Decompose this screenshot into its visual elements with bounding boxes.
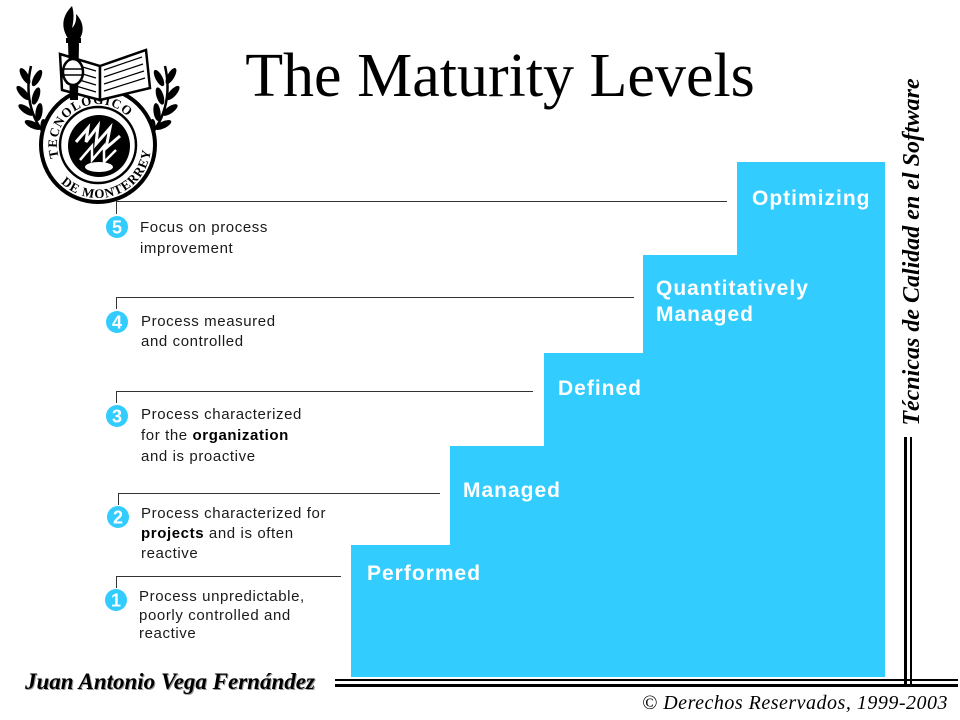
level-4-description-line: Process measured [141, 313, 276, 330]
level-1-description: Process unpredictable, poorly controlled… [139, 588, 305, 644]
staircase [351, 162, 885, 677]
level-3-emphasis: organization [192, 427, 289, 444]
level-2-badge-circle [107, 506, 129, 528]
level-2-number: 2 [113, 508, 123, 528]
level-3-description-line: for the organization [141, 425, 302, 446]
level-5-leader-line [116, 201, 727, 214]
level-1-description-line: Process unpredictable, [139, 588, 305, 605]
seal-emblem [68, 115, 130, 177]
side-vertical-rule [910, 437, 912, 686]
level-5-description-line: improvement [140, 240, 234, 257]
level-3-number: 3 [112, 407, 122, 427]
level-3-description-text: for the [141, 427, 193, 444]
emblem-base [85, 162, 113, 172]
tec-de-monterrey-logo: TECNOLOGICO DE MONTERREY [13, 6, 183, 210]
level-1-leader-line [116, 576, 341, 588]
leader-lines [116, 201, 727, 588]
step-label-performed: Performed [367, 562, 482, 585]
step-quantitatively-managed [643, 255, 738, 677]
step-label-defined: Defined [558, 377, 643, 400]
level-2-badge: 2 [107, 506, 129, 528]
level-2-description-line: projects and is often [141, 524, 326, 544]
level-2-leader-line [118, 493, 440, 505]
side-course-title: Técnicas de Calidad en el Software [899, 78, 925, 426]
level-2-description: Process characterized for projects and i… [141, 504, 326, 564]
level-3-badge-circle [106, 405, 128, 427]
level-2-description-text: and is often [204, 525, 294, 542]
author-name: Juan Antonio Vega Fernández [25, 669, 315, 694]
level-1-description-line: reactive [139, 625, 197, 642]
level-5-description-line: Focus on process [140, 219, 268, 236]
level-4-badge: 4 [106, 311, 128, 333]
level-3-description-line: and is proactive [141, 448, 256, 465]
level-5-badge: 5 [106, 216, 128, 238]
footer-horizontal-rule [335, 684, 958, 687]
slide-title: The Maturity Levels [245, 42, 755, 110]
torch-icon [61, 6, 85, 100]
level-4-description: Process measured and controlled [141, 312, 276, 352]
level-4-badge-circle [106, 311, 128, 333]
level-1-description-line: poorly controlled and [139, 606, 291, 624]
level-5-number: 5 [112, 218, 122, 238]
level-5-badge-circle [106, 216, 128, 238]
level-4-number: 4 [112, 313, 122, 333]
footer-horizontal-rule [335, 679, 958, 681]
level-badges: 5 4 3 2 1 [105, 216, 129, 611]
step-performed [351, 545, 451, 677]
level-2-description-line: reactive [141, 545, 199, 562]
step-optimizing [737, 162, 885, 677]
level-3-description-line: Process characterized [141, 406, 302, 423]
level-2-emphasis: projects [141, 525, 205, 542]
lightning-icon [74, 120, 121, 152]
level-3-description: Process characterized for the organizati… [141, 404, 302, 467]
level-5-description: Focus on process improvement [140, 217, 268, 259]
lightning-icon [79, 142, 117, 166]
level-4-description-line: and controlled [141, 333, 244, 350]
level-1-badge: 1 [105, 589, 127, 611]
level-1-number: 1 [111, 591, 121, 611]
level-4-leader-line [116, 297, 634, 309]
side-vertical-rule [904, 437, 907, 686]
level-2-description-line: Process characterized for [141, 505, 327, 522]
level-1-badge-circle [105, 589, 127, 611]
step-label-optimizing: Optimizing [752, 187, 871, 210]
step-label-quantitatively-managed: Quantitatively Managed [656, 277, 809, 326]
level-3-leader-line [116, 391, 533, 403]
copyright-notice: © Derechos Reservados, 1999-2003 [642, 692, 948, 714]
step-label-managed: Managed [463, 479, 562, 502]
level-3-badge: 3 [106, 405, 128, 427]
step-defined [544, 353, 644, 677]
step-managed [450, 446, 545, 677]
